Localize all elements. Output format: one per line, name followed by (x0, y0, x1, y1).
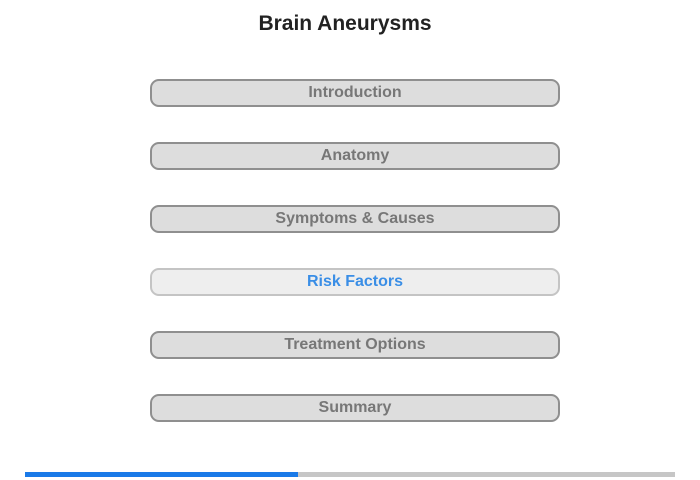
progress-bar-fill (25, 472, 298, 477)
menu-button-summary[interactable]: Summary (150, 394, 560, 422)
page-title: Brain Aneurysms (258, 12, 432, 35)
menu-button-treatment-options[interactable]: Treatment Options (150, 331, 560, 359)
section-menu: Introduction Anatomy Symptoms & Causes R… (150, 79, 560, 457)
menu-button-anatomy[interactable]: Anatomy (150, 142, 560, 170)
menu-button-risk-factors[interactable]: Risk Factors (150, 268, 560, 296)
menu-button-symptoms-causes[interactable]: Symptoms & Causes (150, 205, 560, 233)
progress-bar (25, 472, 675, 477)
menu-button-introduction[interactable]: Introduction (150, 79, 560, 107)
